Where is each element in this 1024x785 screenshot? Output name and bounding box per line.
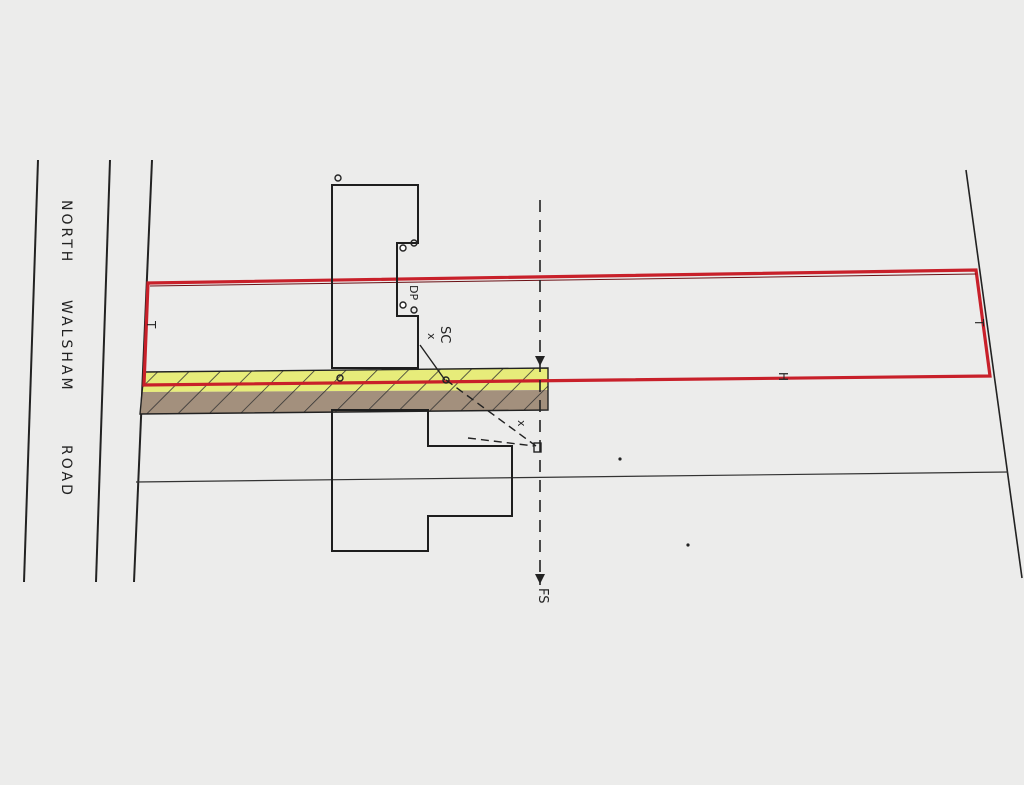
label-boundary-left: T [144,321,158,329]
label-soil-connection: SC [437,326,452,344]
red-boundary [142,268,992,387]
sewer-arrow-upper [535,356,545,366]
label-boundary-bottom: H [776,372,790,382]
drain-run [467,437,535,447]
site-rear-line [965,169,1023,579]
fitting-circle [410,239,418,247]
fitting-circle [334,174,342,182]
road-edge-left [23,159,39,583]
road-edge-right [95,159,111,583]
label-boundary-right: T [972,319,986,327]
fitting-circle [410,306,418,314]
fitting-circle [399,301,407,309]
label-drain-pipe: DP [407,285,420,301]
building-upper [331,184,419,369]
drain-run [419,344,446,381]
dot-mark [618,457,622,461]
label-inspection-marker: x [515,420,528,427]
road-name-north: NORTH [58,200,74,265]
label-fs: FS [535,588,550,604]
hatched-strip [139,367,549,415]
fitting-circle [336,374,344,382]
plot-line [135,471,1009,483]
road-name-road: ROAD [58,445,74,498]
label-sc-marker: x [425,333,438,340]
fitting-circle [442,376,450,384]
drain-run [445,379,537,447]
road-name-walsham: WALSHAM [58,300,74,393]
inspection-chamber [533,442,542,453]
fitting-circle [399,244,407,252]
dot-mark [686,543,690,547]
sewer-arrow-lower [535,574,545,584]
red-boundary-inner [149,273,977,287]
building-lower [331,409,513,552]
